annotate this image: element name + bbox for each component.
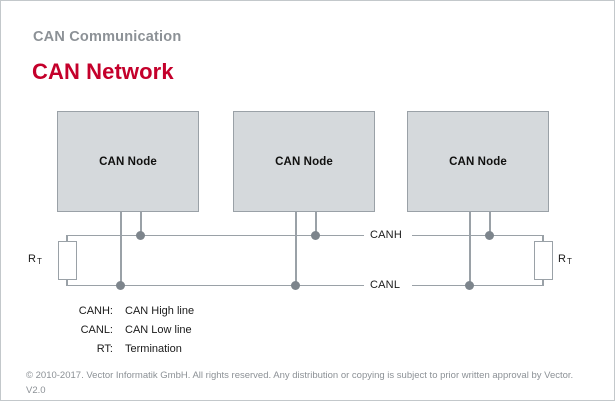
- canh-bus-segment-right: [412, 235, 543, 236]
- legend-value-rt: Termination: [125, 343, 182, 355]
- can-node-2: CAN Node: [233, 111, 375, 212]
- can-node-1-label: CAN Node: [99, 155, 157, 168]
- legend-key-rt: RT:: [96, 343, 113, 355]
- junction-dot-node-2-canh: [311, 231, 320, 240]
- legend-value-canh: CAN High line: [125, 305, 195, 317]
- left-termination-label: RT: [28, 253, 42, 266]
- node-3-canl-drop-wire: [469, 212, 471, 286]
- legend-row: CANL: CAN Low line: [57, 324, 194, 336]
- junction-dot-node-1-canl: [116, 281, 125, 290]
- junction-dot-node-3-canh: [485, 231, 494, 240]
- can-node-3-label: CAN Node: [449, 155, 507, 168]
- node-2-canl-drop-wire: [295, 212, 297, 286]
- left-termination-label-text: R: [28, 253, 36, 265]
- junction-dot-node-1-canh: [136, 231, 145, 240]
- canh-bus-segment-left: [67, 235, 364, 236]
- right-termination-top-wire: [542, 235, 544, 242]
- legend-row: CANH: CAN High line: [57, 305, 194, 317]
- node-3-canh-drop-wire: [489, 212, 491, 236]
- node-1-canl-drop-wire: [120, 212, 122, 286]
- node-2-canh-drop-wire: [315, 212, 317, 236]
- legend-row: RT: Termination: [57, 343, 194, 355]
- legend-key-canh: CANH:: [78, 305, 113, 317]
- junction-dot-node-3-canl: [465, 281, 474, 290]
- left-termination-resistor: [58, 241, 77, 280]
- canh-bus-label: CANH: [370, 229, 402, 241]
- legend-value-canl: CAN Low line: [125, 324, 192, 336]
- node-1-canh-drop-wire: [140, 212, 142, 236]
- junction-dot-node-2-canl: [291, 281, 300, 290]
- right-termination-bottom-wire: [542, 279, 544, 286]
- canl-bus-segment-left: [67, 285, 364, 286]
- can-node-1: CAN Node: [57, 111, 199, 212]
- right-termination-label: RT: [558, 253, 572, 266]
- left-termination-bottom-wire: [66, 279, 68, 286]
- left-termination-label-sub: T: [36, 257, 42, 266]
- right-termination-label-sub: T: [566, 257, 572, 266]
- legend: CANH: CAN High line CANL: CAN Low line R…: [57, 305, 194, 362]
- right-termination-label-text: R: [558, 253, 566, 265]
- can-node-3: CAN Node: [407, 111, 549, 212]
- legend-key-canl: CANL:: [80, 324, 113, 336]
- canl-bus-segment-right: [412, 285, 543, 286]
- canl-bus-label: CANL: [370, 279, 401, 291]
- right-termination-resistor: [534, 241, 553, 280]
- can-node-2-label: CAN Node: [275, 155, 333, 168]
- slide-eyebrow: CAN Communication: [33, 29, 182, 45]
- page-title: CAN Network: [32, 59, 174, 84]
- left-termination-top-wire: [66, 235, 68, 242]
- copyright-footer: © 2010-2017. Vector Informatik GmbH. All…: [26, 370, 574, 396]
